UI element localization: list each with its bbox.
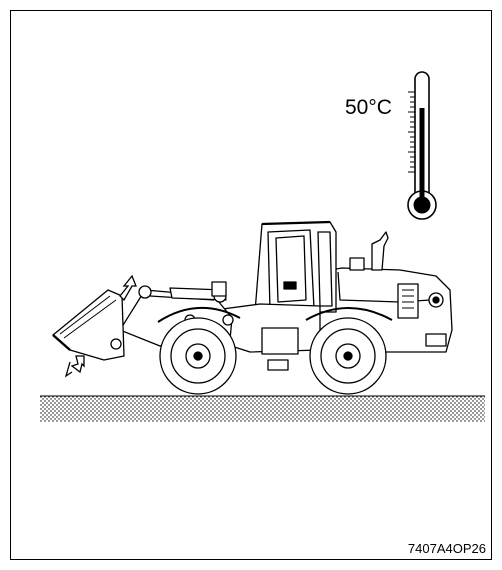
thermometer-icon — [407, 71, 437, 220]
arrow-icon — [119, 274, 137, 302]
wheel-loader — [52, 220, 453, 395]
figure-code: 7407A4OP26 — [407, 541, 486, 556]
figure-frame — [10, 10, 492, 560]
temperature-label: 50°C — [345, 96, 392, 119]
ground-hatch — [40, 396, 485, 422]
arrow-icon — [64, 355, 85, 378]
